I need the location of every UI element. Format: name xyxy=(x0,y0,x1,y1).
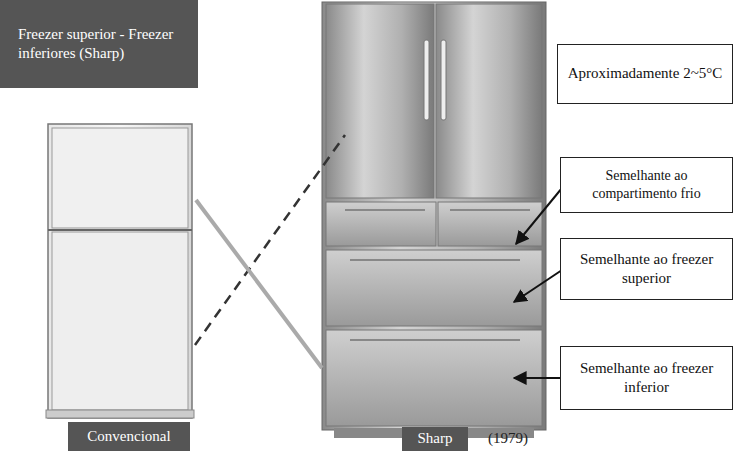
node-text: Semelhante ao freezer inferior xyxy=(567,359,726,398)
fridge-label: Sharp xyxy=(402,427,468,451)
title-box: Freezer superior - Freezer inferiores (S… xyxy=(0,0,198,88)
callout-arrow xyxy=(514,377,562,379)
year-label: (1979) xyxy=(488,430,528,447)
node-text: Semelhante ao compartimento frio xyxy=(567,167,726,203)
node-text: Aproximadamente 2~5°C xyxy=(568,64,723,84)
callout-box: Semelhante ao freezer superior xyxy=(560,238,733,300)
solid-guide xyxy=(196,200,322,368)
sharp-fridge xyxy=(322,2,546,438)
node-text: Freezer superior - Freezer inferiores (S… xyxy=(18,25,180,64)
node-text: Sharp xyxy=(418,429,453,449)
callout-box: Semelhante ao freezer inferior xyxy=(560,346,733,410)
callout-arrow xyxy=(514,270,562,302)
callout-arrow xyxy=(516,188,562,244)
fridge-label: Convencional xyxy=(68,422,190,451)
dashed-guide xyxy=(195,135,345,345)
conventional-fridge xyxy=(46,124,194,418)
node-text: Semelhante ao freezer superior xyxy=(567,250,726,289)
node-text: Convencional xyxy=(87,427,170,447)
callout-box: Semelhante ao compartimento frio xyxy=(560,157,733,213)
temperature-box: Aproximadamente 2~5°C xyxy=(557,44,733,104)
